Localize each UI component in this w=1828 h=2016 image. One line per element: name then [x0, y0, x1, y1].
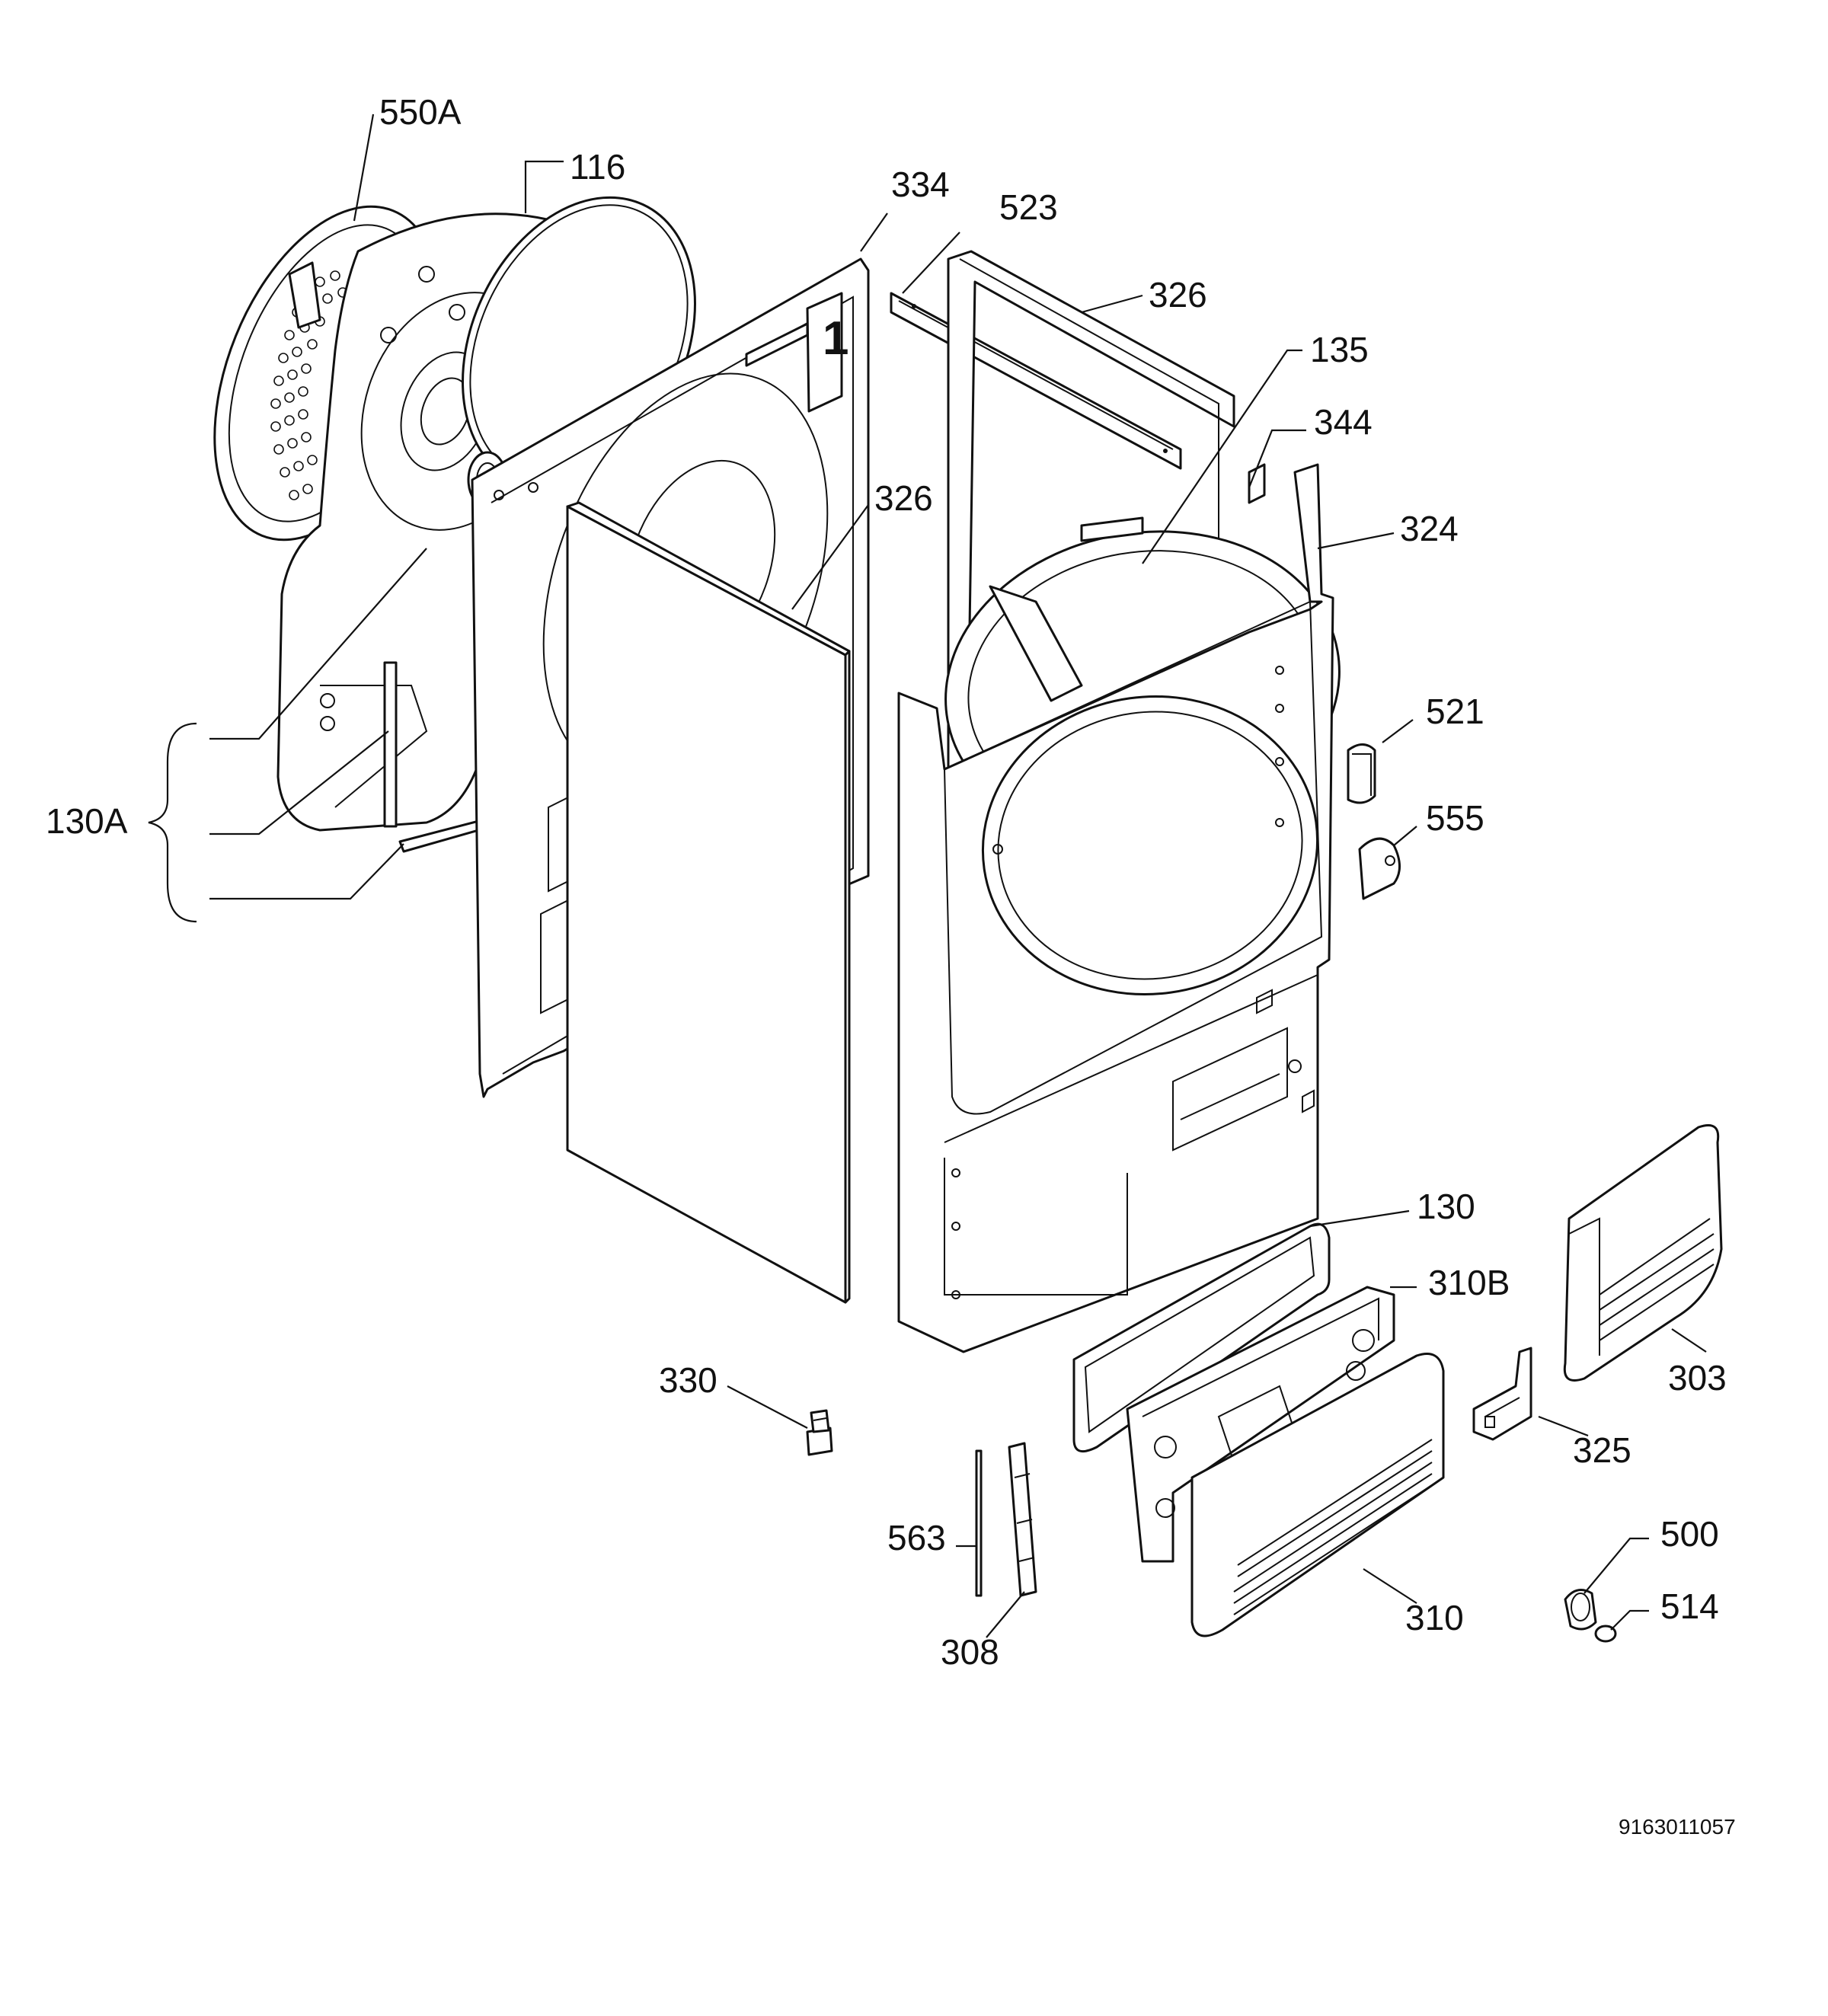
callout-116: 116 — [570, 147, 625, 187]
callout-514: 514 — [1660, 1586, 1719, 1626]
callout-303: 303 — [1668, 1358, 1727, 1398]
callout-130: 130 — [1417, 1187, 1475, 1226]
part-523-top-rail — [890, 292, 1182, 470]
panel-number-marker: 1 — [823, 312, 848, 365]
part-310-filter-cover — [1190, 1353, 1445, 1637]
part-500-knob — [1564, 1589, 1597, 1631]
part-325-hinge-block — [1472, 1347, 1532, 1441]
part-303-side-grille — [1563, 1124, 1723, 1382]
callout-555: 555 — [1426, 798, 1484, 838]
callout-130A: 130A — [46, 801, 128, 841]
document-number: 9163011057 — [1619, 1815, 1736, 1839]
callout-308: 308 — [941, 1632, 999, 1672]
callout-325: 325 — [1573, 1430, 1631, 1470]
part-555-cap — [1358, 837, 1401, 900]
callout-310B: 310B — [1428, 1263, 1510, 1302]
callout-344: 344 — [1314, 402, 1373, 442]
callout-550A: 550A — [379, 92, 462, 132]
callout-310: 310 — [1405, 1598, 1464, 1637]
part-521-lamp-cover — [1347, 743, 1376, 804]
callout-523: 523 — [999, 187, 1058, 227]
leader-lines — [148, 113, 1707, 1638]
callout-521: 521 — [1426, 692, 1484, 731]
part-326-side-board — [566, 501, 851, 1304]
part-330-adjustable-foot — [806, 1409, 833, 1456]
part-308-hinge-bracket — [1008, 1442, 1037, 1597]
part-324-front-panel — [897, 463, 1334, 1353]
callout-500: 500 — [1660, 1514, 1719, 1554]
callout-563: 563 — [887, 1518, 946, 1558]
callout-135: 135 — [1310, 330, 1369, 369]
callout-324: 324 — [1400, 509, 1459, 548]
part-563-hinge-pin — [975, 1449, 983, 1597]
callout-334: 334 — [891, 165, 950, 204]
part-514-cap — [1594, 1625, 1617, 1643]
callout-labels: 550A 116 334 523 326 135 344 326 324 130… — [46, 92, 1736, 1839]
callout-326-mid: 326 — [874, 478, 933, 518]
callout-330: 330 — [659, 1360, 717, 1400]
callout-326-top: 326 — [1149, 275, 1207, 315]
